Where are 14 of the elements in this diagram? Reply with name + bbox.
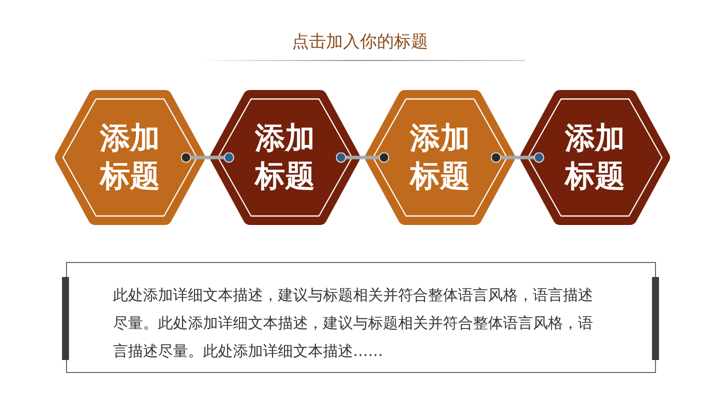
hexagon-node bbox=[520, 90, 670, 225]
hexagon-label: 添加标题 bbox=[564, 120, 626, 196]
hexagon-node bbox=[365, 90, 515, 225]
body-text: 此处添加详细文本描述，建议与标题相关并符合整体语言风格，语言描述尽量。此处添加详细文本描述，建议与标题相关并符合整体语言风格，语言描述尽量。此处添加详细文本描述…… bbox=[113, 285, 594, 362]
connector bbox=[336, 152, 390, 163]
hexagon-label: 添加标题 bbox=[99, 120, 161, 196]
connector bbox=[180, 152, 234, 163]
hexagon-label: 添加标题 bbox=[254, 120, 316, 196]
connector bbox=[490, 152, 544, 163]
title: 点击加入你的标题 bbox=[291, 31, 429, 53]
text-panel bbox=[66, 262, 656, 373]
hexagon-label: 添加标题 bbox=[409, 120, 471, 196]
hexagon-node bbox=[55, 90, 205, 225]
hexagon-node bbox=[210, 90, 360, 225]
